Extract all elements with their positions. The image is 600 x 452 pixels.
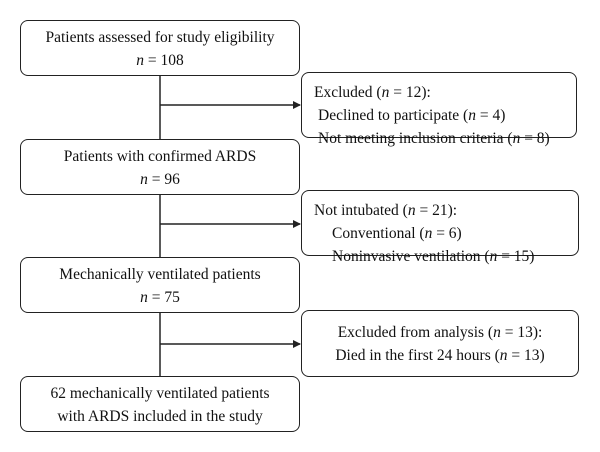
confirmed-ards-box: Patients with confirmed ARDS n = 96: [20, 139, 300, 195]
included-line-2: with ARDS included in the study: [57, 408, 263, 425]
excluded-title: Excluded (n = 12):: [314, 84, 431, 101]
not-intubated-item-conventional: Conventional (n = 6): [332, 225, 462, 242]
assessed-box: Patients assessed for study eligibility …: [20, 20, 300, 76]
assessed-label: Patients assessed for study eligibility: [45, 29, 275, 46]
assessed-count: n = 108: [136, 52, 184, 69]
ventilated-count: n = 75: [140, 289, 180, 306]
not-intubated-title: Not intubated (n = 21):: [314, 202, 458, 219]
not-intubated-item-noninvasive: Noninvasive ventilation (n = 15): [332, 248, 535, 265]
excluded-analysis-box: Excluded from analysis (n = 13): Died in…: [301, 310, 579, 377]
ventilated-box: Mechanically ventilated patients n = 75: [20, 257, 300, 313]
excluded-item-criteria: Not meeting inclusion criteria (n = 8): [318, 130, 550, 147]
excluded-analysis-title: Excluded from analysis (n = 13):: [337, 324, 543, 341]
excluded-analysis-item-died: Died in the first 24 hours (n = 13): [335, 347, 545, 364]
confirmed-ards-label: Patients with confirmed ARDS: [63, 148, 257, 165]
included-line-1: 62 mechanically ventilated patients: [50, 385, 270, 402]
included-box: 62 mechanically ventilated patients with…: [20, 376, 300, 432]
excluded-box: Excluded (n = 12): Declined to participa…: [301, 72, 577, 147]
confirmed-ards-count: n = 96: [140, 171, 180, 188]
excluded-item-declined: Declined to participate (n = 4): [318, 107, 506, 124]
not-intubated-box: Not intubated (n = 21): Conventional (n …: [301, 190, 579, 265]
ventilated-label: Mechanically ventilated patients: [59, 266, 261, 283]
